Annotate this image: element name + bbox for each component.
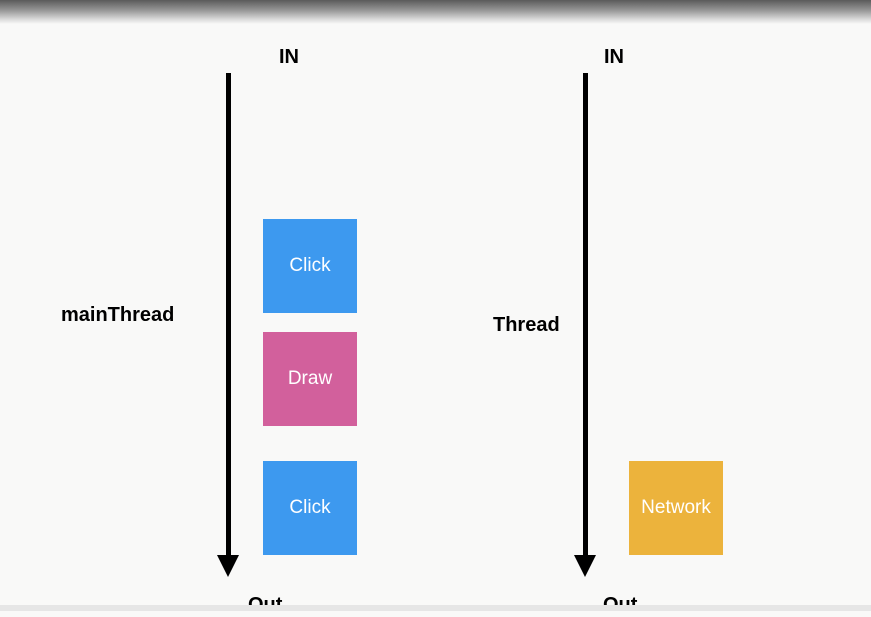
task-click-2-label: Click (289, 497, 331, 518)
task-draw: Draw (263, 332, 357, 426)
task-click-1: Click (263, 219, 357, 313)
worker-thread-in-label: IN (604, 46, 624, 68)
task-network: Network (629, 461, 723, 555)
task-draw-label: Draw (287, 368, 333, 389)
worker-thread-arrowhead-icon (574, 555, 596, 577)
bottom-strip (0, 605, 871, 611)
worker-thread-timeline-arrow (583, 73, 588, 557)
task-network-label: Network (641, 497, 711, 518)
main-thread-label: mainThread (61, 304, 175, 326)
task-click-1-label: Click (289, 255, 331, 276)
main-thread-timeline-arrow (226, 73, 231, 557)
top-shadow-bar (0, 0, 871, 24)
main-thread-in-label: IN (279, 46, 299, 68)
main-thread-arrowhead-icon (217, 555, 239, 577)
worker-thread-label: Thread (493, 314, 560, 336)
task-click-2: Click (263, 461, 357, 555)
